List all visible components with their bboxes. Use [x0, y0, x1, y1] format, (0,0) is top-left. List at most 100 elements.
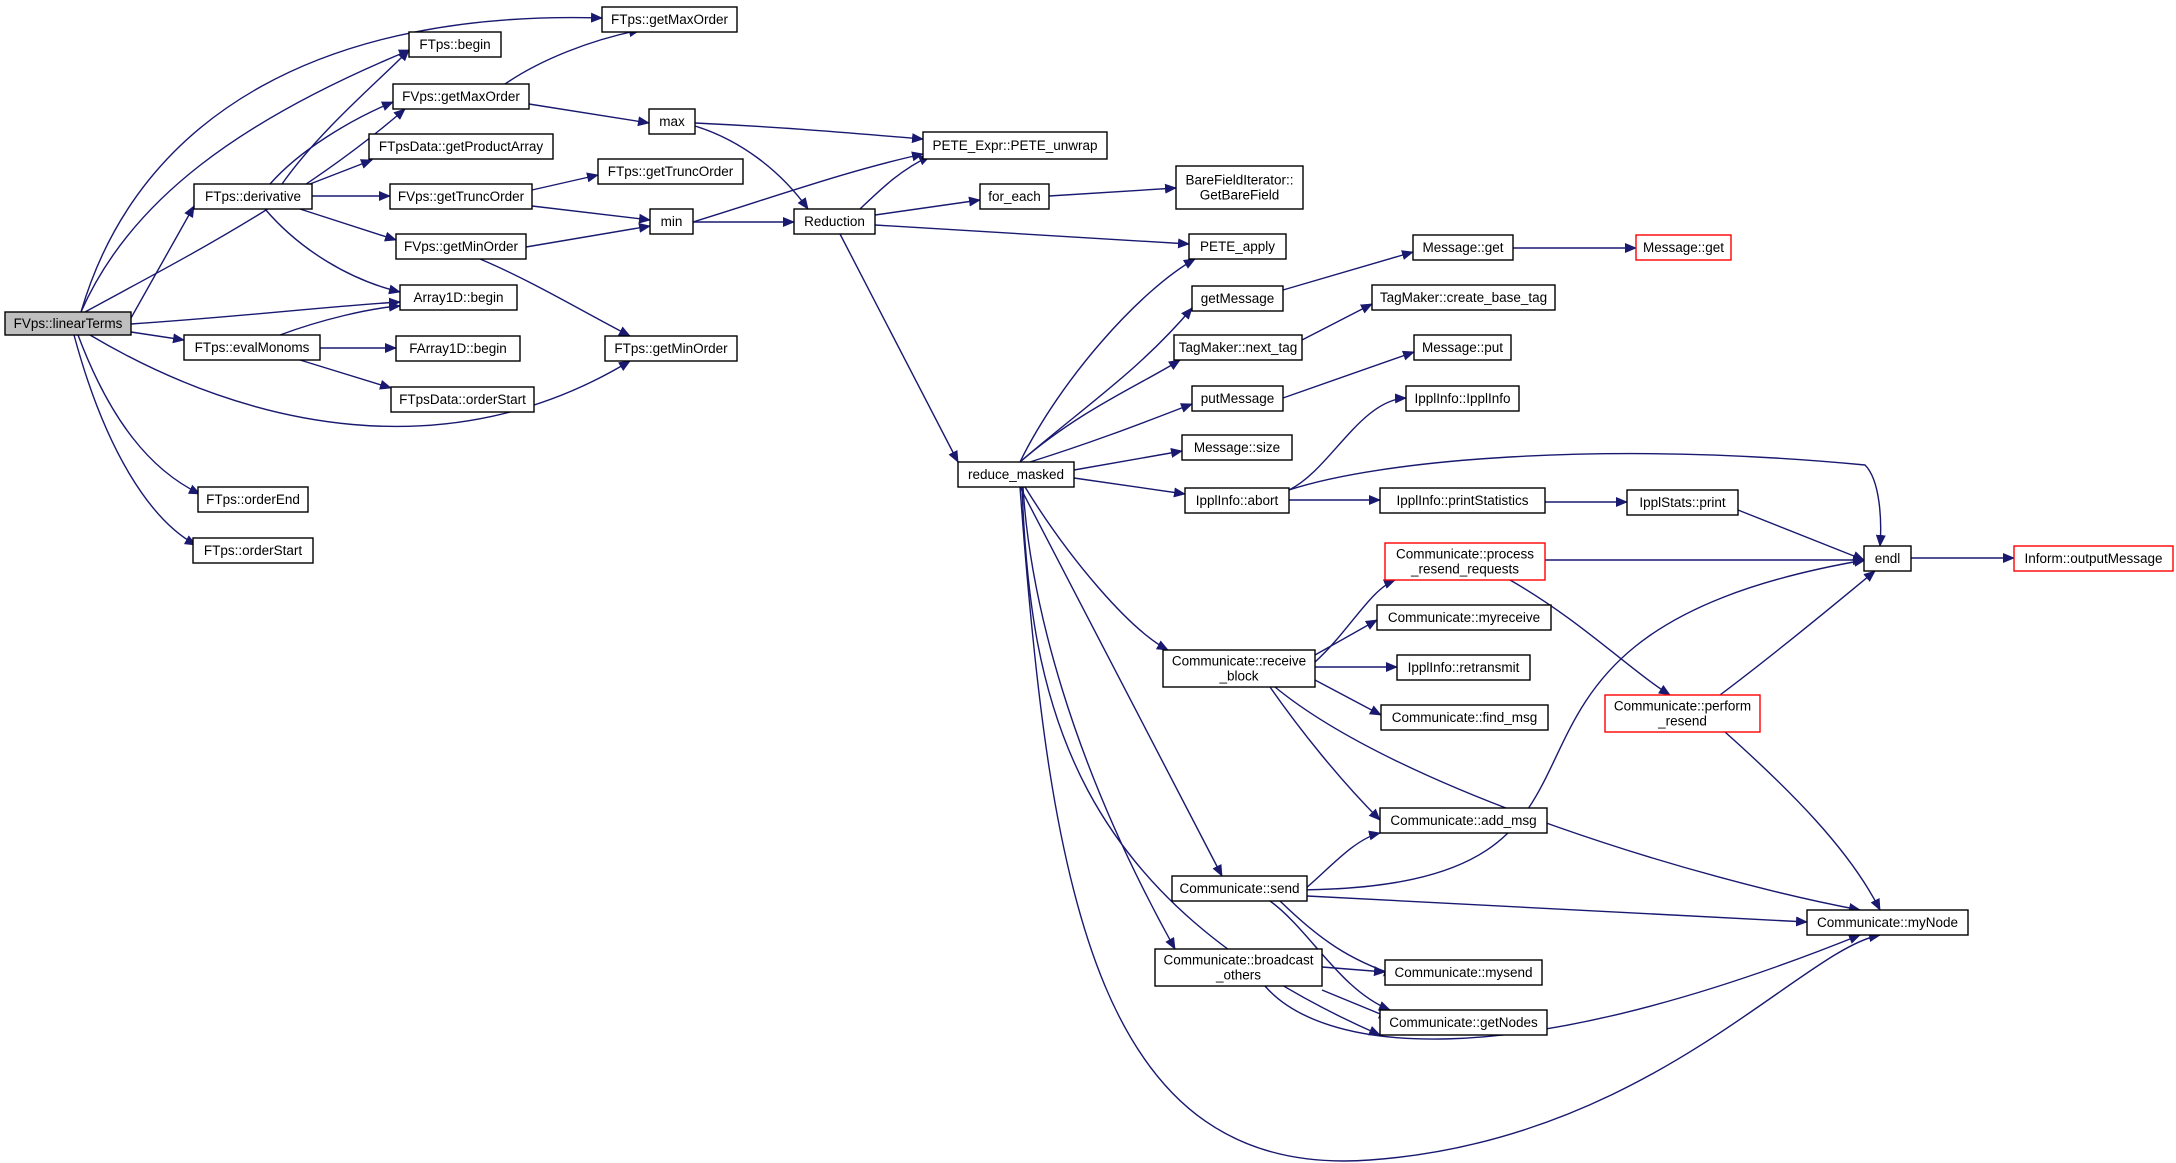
node-label: FTps::getTruncOrder [608, 164, 734, 179]
call-edge-7 [89, 334, 631, 428]
node-ipplstats-print[interactable]: IpplStats::print [1626, 489, 1739, 516]
call-edge-58 [1724, 731, 1881, 911]
node-ftps-getMinOrder[interactable]: FTps::getMinOrder [604, 335, 738, 362]
node-pete-apply[interactable]: PETE_apply [1188, 233, 1287, 260]
call-edge-64 [1274, 686, 1861, 913]
node-box [979, 183, 1050, 210]
node-label: BareFieldIterator:: [1185, 173, 1293, 188]
node-label: Message::size [1194, 440, 1280, 455]
call-edge-56 [1509, 579, 1671, 696]
node-tagmaker-create[interactable]: TagMaker::create_base_tag [1371, 284, 1556, 311]
node-box [1806, 909, 1969, 936]
node-ftps-derivative[interactable]: FTps::derivative [193, 183, 313, 210]
node-barefield[interactable]: BareFieldIterator::GetBareField [1175, 165, 1304, 210]
node-ftpsdata-orderStart[interactable]: FTpsData::orderStart [390, 386, 535, 413]
node-ipplinfo-ctor[interactable]: IpplInfo::IpplInfo [1405, 385, 1520, 412]
node-endl[interactable]: endl [1863, 545, 1912, 572]
node-comm-getNodes[interactable]: Communicate::getNodes [1379, 1009, 1548, 1036]
node-reduction[interactable]: Reduction [793, 208, 876, 235]
node-max[interactable]: max [648, 108, 696, 135]
node-label: FTps::orderStart [204, 543, 303, 558]
node-label: IpplInfo::IpplInfo [1414, 391, 1510, 406]
node-label: max [659, 114, 685, 129]
node-box [395, 233, 527, 260]
node-ftps-getTruncOrder[interactable]: FTps::getTruncOrder [597, 158, 744, 185]
node-inform-output[interactable]: Inform::outputMessage [2013, 545, 2174, 572]
node-ftps-orderEnd[interactable]: FTps::orderEnd [197, 486, 309, 513]
node-comm-find-msg[interactable]: Communicate::find_msg [1380, 704, 1549, 731]
call-edge-24 [299, 359, 392, 390]
node-comm-process-resend[interactable]: Communicate::process_resend_requests [1384, 542, 1546, 581]
call-edge-37 [1282, 350, 1415, 399]
node-box [1379, 1009, 1548, 1036]
node-getMessage[interactable]: getMessage [1191, 285, 1284, 312]
node-label: FTps::derivative [205, 189, 301, 204]
node-comm-send[interactable]: Communicate::send [1171, 875, 1308, 902]
node-box [1173, 334, 1303, 361]
node-comm-broadcast[interactable]: Communicate::broadcast_others [1154, 948, 1323, 987]
node-comm-add-msg[interactable]: Communicate::add_msg [1379, 807, 1548, 834]
node-pete-unwrap[interactable]: PETE_Expr::PETE_unwrap [922, 131, 1108, 160]
node-message-get-red[interactable]: Message::get [1635, 234, 1732, 261]
node-label: IpplInfo::retransmit [1408, 660, 1520, 675]
node-ftps-begin[interactable]: FTps::begin [408, 31, 502, 58]
call-edge-39 [1019, 307, 1193, 463]
node-message-get[interactable]: Message::get [1412, 234, 1514, 261]
call-edge-21 [479, 258, 631, 337]
node-ipplinfo-abort[interactable]: IpplInfo::abort [1184, 487, 1290, 514]
node-box [197, 486, 309, 513]
node-reduce-masked[interactable]: reduce_masked [957, 461, 1075, 488]
node-ftps-evalMonoms[interactable]: FTps::evalMonoms [183, 334, 321, 361]
node-label: endl [1875, 551, 1901, 566]
call-edge-26 [692, 151, 924, 223]
node-fvps-getTruncOrder[interactable]: FVps::getTruncOrder [389, 183, 533, 210]
node-message-size[interactable]: Message::size [1181, 434, 1293, 461]
node-putMessage[interactable]: putMessage [1191, 385, 1284, 412]
node-comm-mysend[interactable]: Communicate::mysend [1384, 959, 1543, 986]
call-edge-30 [874, 196, 981, 216]
node-label: FVps::getTruncOrder [398, 189, 525, 204]
node-tagmaker-next[interactable]: TagMaker::next_tag [1173, 334, 1303, 361]
call-edge-42 [1073, 447, 1183, 471]
call-edge-25 [694, 122, 924, 144]
node-box [1379, 487, 1546, 514]
node-label: PETE_apply [1200, 239, 1275, 254]
call-edge-5 [130, 297, 401, 325]
node-fvps-getMaxOrder[interactable]: FVps::getMaxOrder [392, 83, 530, 110]
node-box [1380, 704, 1549, 731]
node-root[interactable]: FVps::linearTerms [4, 311, 132, 336]
node-ftps-orderStart[interactable]: FTps::orderStart [192, 537, 314, 564]
node-array1d-begin[interactable]: Array1D::begin [399, 284, 518, 311]
call-edge-57 [1719, 570, 1876, 696]
node-comm-myNode[interactable]: Communicate::myNode [1806, 909, 1969, 936]
node-ipplinfo-retransmit[interactable]: IpplInfo::retransmit [1396, 654, 1531, 681]
node-fvps-getMinOrder[interactable]: FVps::getMinOrder [395, 233, 527, 260]
node-comm-receive-block[interactable]: Communicate::receive_block [1162, 649, 1316, 688]
node-ftps-getMaxOrder[interactable]: FTps::getMaxOrder [601, 6, 738, 33]
node-message-put[interactable]: Message::put [1413, 334, 1512, 361]
node-for-each[interactable]: for_each [979, 183, 1050, 210]
node-label: Array1D::begin [413, 290, 503, 305]
node-comm-myreceive[interactable]: Communicate::myreceive [1376, 604, 1552, 631]
node-ftpsdata-getProductArray[interactable]: FTpsData::getProductArray [368, 133, 554, 160]
node-label: _block [1218, 669, 1258, 684]
node-comm-perform-resend[interactable]: Communicate::perform_resend [1604, 694, 1761, 733]
node-box [1379, 807, 1548, 834]
node-ipplinfo-printStats[interactable]: IpplInfo::printStatistics [1379, 487, 1546, 514]
node-box [4, 311, 132, 336]
node-box [1371, 284, 1556, 311]
call-edge-14 [299, 208, 397, 242]
node-box [1191, 285, 1284, 312]
node-min[interactable]: min [649, 208, 694, 235]
node-label: Message::get [1422, 240, 1503, 255]
call-edge-19 [531, 205, 651, 224]
call-edge-40 [1019, 359, 1181, 463]
node-box [1175, 165, 1304, 210]
node-farray1d-begin[interactable]: FArray1D::begin [395, 335, 521, 362]
call-edge-59 [1314, 579, 1396, 663]
node-label: TagMaker::create_base_tag [1380, 290, 1547, 305]
node-label: Communicate::receive [1172, 654, 1306, 669]
node-label: _resend_requests [1410, 562, 1519, 577]
node-label: Communicate::myNode [1817, 915, 1958, 930]
call-edge-32 [839, 233, 959, 463]
